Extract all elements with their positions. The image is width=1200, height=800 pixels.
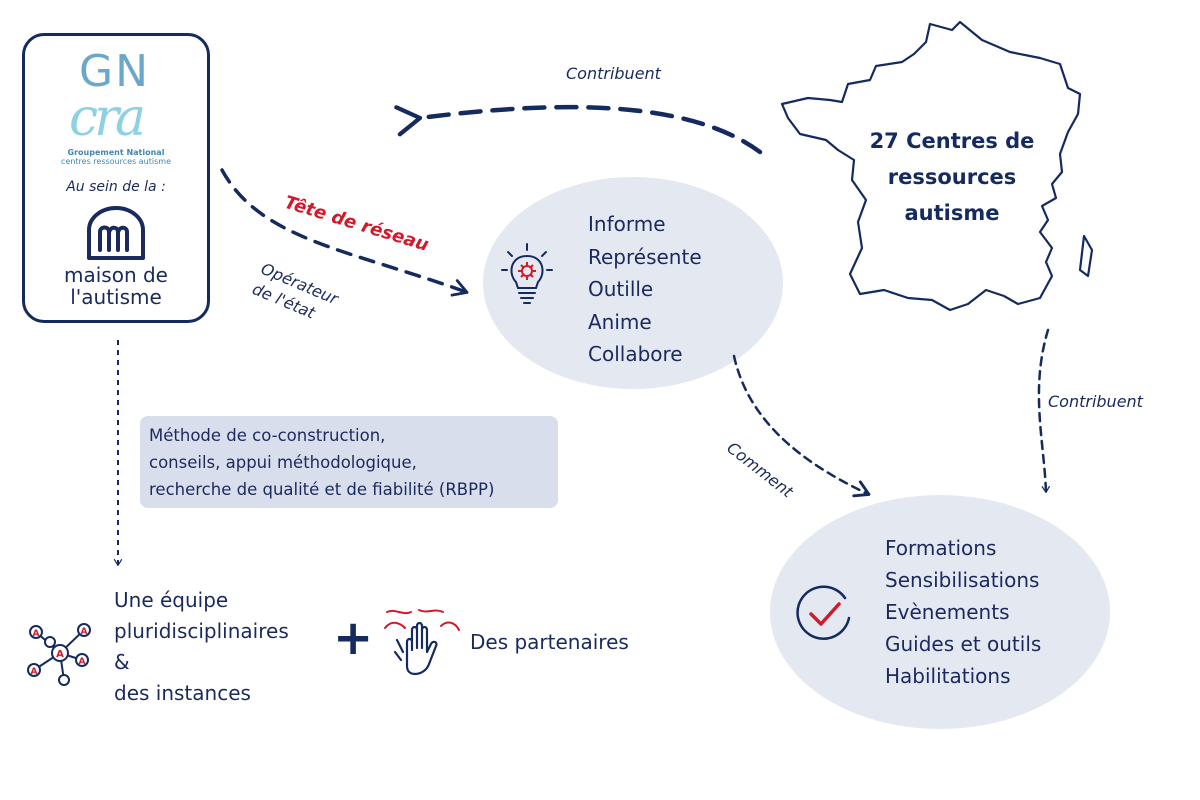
check-circle-icon — [796, 585, 851, 640]
gncra-subtitle-2: centres ressources autisme — [61, 157, 171, 166]
plus-sign: + — [333, 610, 374, 666]
methode-box — [140, 416, 558, 508]
centres-ressources-title: 27 Centres de ressources autisme — [869, 129, 1035, 225]
au-sein-label: Au sein de la : — [66, 179, 166, 195]
contribuent-top-label: Contribuent — [566, 64, 661, 83]
gncra-subtitle-1: Groupement National — [67, 148, 165, 157]
output-item-formations: Formations — [885, 536, 997, 560]
lightbulb-gear-icon — [501, 243, 553, 304]
svg-text:A: A — [81, 627, 88, 637]
svg-text:A: A — [33, 629, 40, 639]
center-item-represente: Représente — [588, 244, 702, 269]
gncra-logo-gn: GN — [79, 46, 151, 97]
center-item-anime: Anime — [588, 309, 652, 334]
center-item-outille: Outille — [588, 277, 654, 301]
gncra-logo-card: GN cra Groupement National centres resso… — [22, 33, 210, 323]
center-item-collabore: Collabore — [588, 342, 683, 366]
output-item-guides: Guides et outils — [885, 632, 1042, 656]
gncra-logo-cra: cra — [69, 88, 146, 148]
partenaires-text: Des partenaires — [470, 630, 629, 654]
france-map-icon — [780, 20, 1094, 312]
arrow-contribuent-right — [1037, 328, 1050, 494]
center-ellipse — [483, 177, 783, 389]
network-people-icon: A A A A A — [27, 623, 91, 686]
output-item-evenements: Evènements — [885, 600, 1010, 624]
house-m-icon — [87, 206, 145, 260]
svg-text:A: A — [56, 649, 64, 660]
svg-text:A: A — [31, 667, 38, 677]
svg-text:A: A — [79, 657, 86, 667]
raised-hands-icon — [384, 609, 460, 676]
center-actions-list: Informe Représente Outille Anime Collabo… — [588, 208, 702, 371]
output-item-sensibilisations: Sensibilisations — [885, 568, 1040, 592]
output-item-habilitations: Habilitations — [885, 664, 1011, 688]
center-item-informe: Informe — [588, 212, 666, 236]
outputs-list: Formations Sensibilisations Evènements G… — [885, 532, 1041, 692]
maison-autisme-text: maison de l'autisme — [64, 263, 168, 309]
arrow-tete-reseau — [220, 168, 469, 297]
arrow-contribuent-top — [394, 104, 763, 155]
contribuent-right-label: Contribuent — [1048, 392, 1143, 411]
methode-text: Méthode de co-construction, conseils, ap… — [149, 426, 495, 499]
arrow-comment — [732, 354, 871, 498]
outputs-ellipse — [770, 495, 1110, 729]
equipe-text: Une équipe pluridisciplinaires & des ins… — [114, 588, 289, 705]
